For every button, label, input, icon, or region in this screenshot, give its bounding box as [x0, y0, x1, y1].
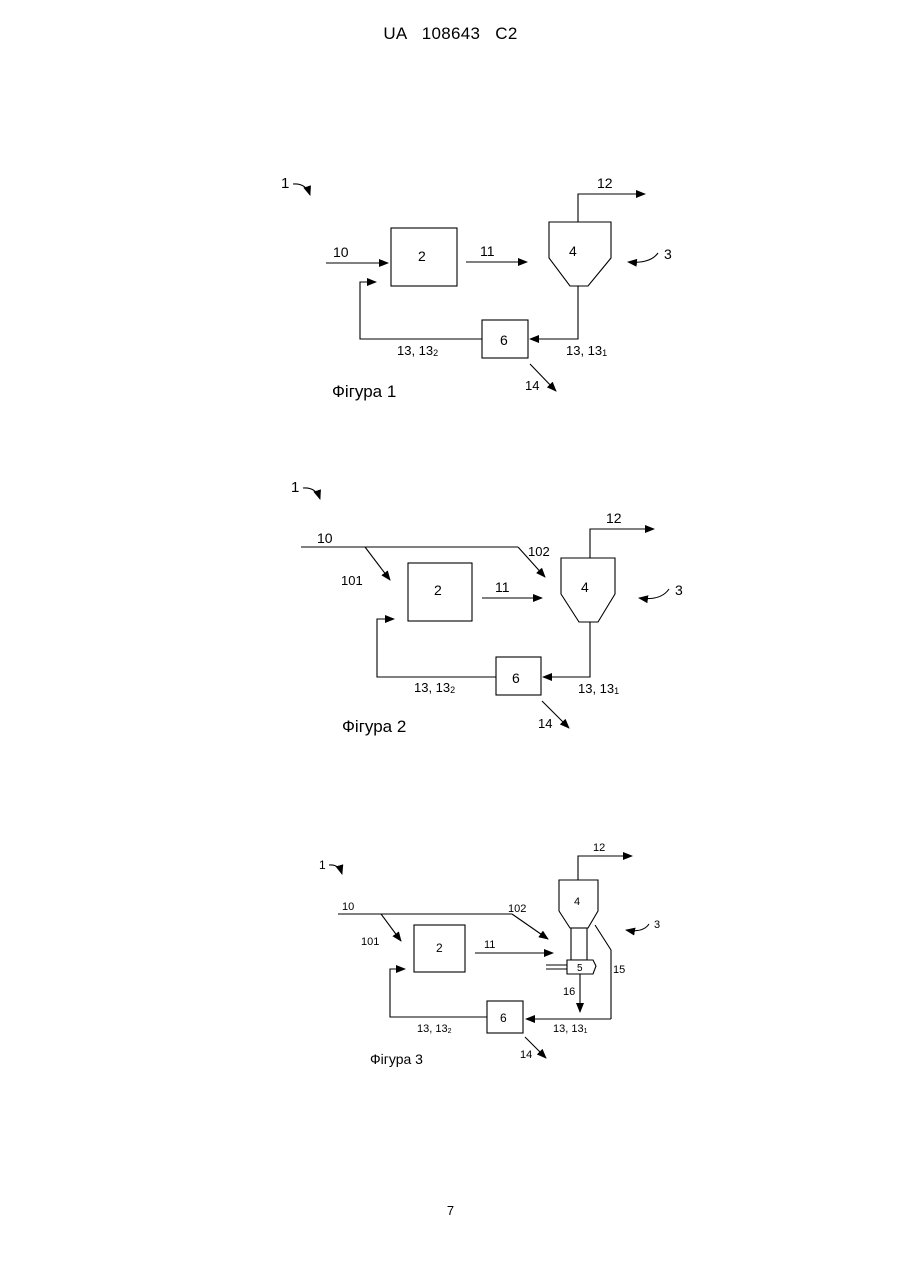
- label-stream-14: 14: [525, 378, 539, 393]
- label-stream-15: 15: [613, 964, 625, 976]
- label-stream-11: 11: [484, 939, 495, 951]
- label-stream-10: 10: [342, 901, 354, 913]
- label-stream-12: 12: [593, 842, 605, 854]
- label-stream-14: 14: [538, 716, 552, 731]
- pointer-system-1: [293, 184, 310, 195]
- page-number: 7: [0, 1203, 901, 1218]
- stream-13-1: [530, 286, 578, 339]
- figure-1-caption: Фігура 1: [332, 382, 396, 401]
- label-stream-11: 11: [480, 243, 495, 259]
- stream-13-1: [543, 622, 590, 677]
- label-unit-6: 6: [500, 332, 508, 348]
- figure-3: 1 10 101 102 2 11 4 5 12 3: [319, 842, 660, 1067]
- label-stream-13-1: 13, 131: [553, 1023, 588, 1035]
- label-unit-3: 3: [664, 246, 672, 262]
- stream-101: [365, 547, 390, 580]
- pointer-unit-3: [639, 589, 669, 599]
- label-reactor-2: 2: [436, 941, 443, 955]
- label-stream-13-2: 13, 132: [417, 1023, 452, 1035]
- pointer-system-1: [303, 488, 320, 499]
- label-unit-5: 5: [577, 963, 583, 974]
- figure-1: 1 10 2 11 4 12 3 13, 131 6 13, 132: [281, 175, 672, 401]
- label-stream-102: 102: [508, 903, 526, 915]
- figure-2-caption: Фігура 2: [342, 717, 406, 736]
- stream-13-2: [377, 619, 496, 677]
- label-unit-6: 6: [500, 1011, 507, 1025]
- label-reactor-2: 2: [418, 248, 426, 264]
- label-stream-12: 12: [606, 510, 622, 526]
- figure-3-caption: Фігура 3: [370, 1051, 423, 1067]
- label-stream-11: 11: [495, 579, 510, 595]
- label-separator-4: 4: [574, 896, 580, 908]
- label-separator-4: 4: [581, 579, 589, 595]
- label-unit-3: 3: [654, 919, 660, 931]
- stream-12: [590, 529, 654, 558]
- stream-12: [578, 856, 632, 880]
- stream-101: [381, 914, 401, 941]
- label-stream-14: 14: [520, 1049, 532, 1061]
- pointer-unit-3: [628, 253, 658, 262]
- stream-13-2: [390, 969, 487, 1017]
- label-stream-13-2: 13, 132: [397, 343, 438, 358]
- label-system-1: 1: [281, 175, 289, 192]
- label-system-1: 1: [291, 479, 299, 496]
- standpipe: [571, 928, 587, 960]
- label-stream-101: 101: [341, 573, 363, 588]
- label-stream-12: 12: [597, 175, 613, 191]
- label-stream-10: 10: [317, 530, 333, 546]
- label-stream-13-2: 13, 132: [414, 680, 455, 695]
- label-stream-10: 10: [333, 244, 349, 260]
- stream-13-2: [360, 282, 482, 339]
- label-unit-6: 6: [512, 670, 520, 686]
- stream-102: [512, 914, 548, 939]
- label-reactor-2: 2: [434, 582, 442, 598]
- label-stream-16: 16: [563, 986, 575, 998]
- separator-4: [549, 222, 611, 286]
- label-unit-3: 3: [675, 582, 683, 598]
- label-system-1: 1: [319, 858, 326, 872]
- label-stream-13-1: 13, 131: [566, 343, 607, 358]
- stream-12: [578, 194, 645, 222]
- pointer-unit-3: [626, 924, 649, 931]
- label-separator-4: 4: [569, 243, 577, 259]
- label-stream-101: 101: [361, 936, 379, 948]
- figure-2: 1 10 101 102 2 11 4 12 3 13, 131: [291, 479, 683, 736]
- pointer-system-1: [329, 865, 342, 874]
- label-stream-13-1: 13, 131: [578, 681, 619, 696]
- stream-15: [595, 925, 611, 1019]
- label-stream-102: 102: [528, 544, 550, 559]
